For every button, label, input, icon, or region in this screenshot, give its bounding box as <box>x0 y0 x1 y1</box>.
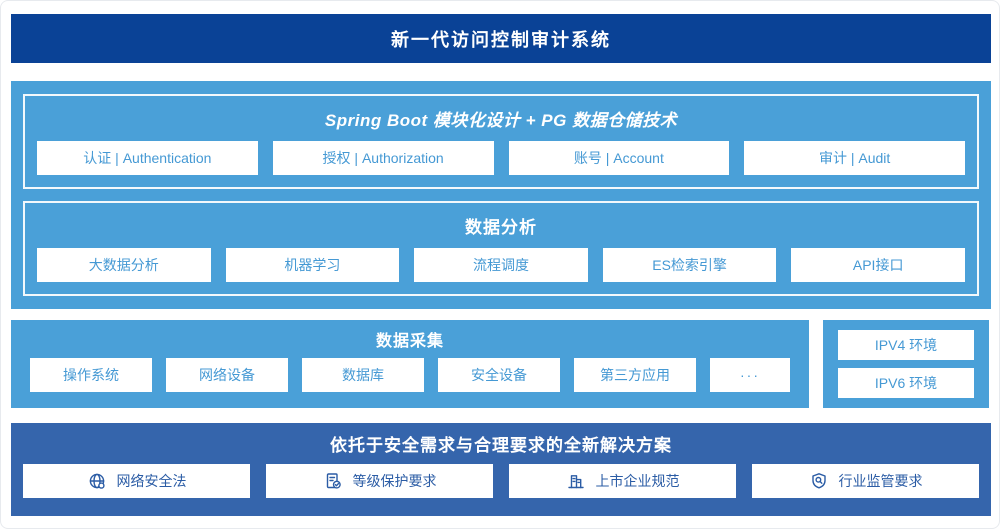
collection-box-database: 数据库 <box>302 358 424 392</box>
collection-box-more: ··· <box>710 358 790 392</box>
collection-row: 操作系统 网络设备 数据库 安全设备 第三方应用 ··· <box>11 358 809 392</box>
analysis-subsection: 数据分析 大数据分析 机器学习 流程调度 ES检索引擎 API接口 <box>23 201 979 296</box>
environment-section: IPV4 环境 IPV6 环境 <box>823 320 989 408</box>
platform-section: Spring Boot 模块化设计 + PG 数据仓储技术 认证 | Authe… <box>11 81 991 309</box>
collection-box-thirdparty-app: 第三方应用 <box>574 358 696 392</box>
solution-box-classified-protection: 等级保护要求 <box>266 464 493 498</box>
solution-box-cybersecurity-law: 网络安全法 <box>23 464 250 498</box>
collection-box-os: 操作系统 <box>30 358 152 392</box>
collection-box-security-device: 安全设备 <box>438 358 560 392</box>
module-box-authentication: 认证 | Authentication <box>37 141 258 175</box>
module-box-account: 账号 | Account <box>508 141 730 175</box>
solution-box-listed-company: 上市企业规范 <box>509 464 736 498</box>
analysis-row: 大数据分析 机器学习 流程调度 ES检索引擎 API接口 <box>25 248 977 282</box>
module-box-audit: 审计 | Audit <box>744 141 965 175</box>
system-title: 新一代访问控制审计系统 <box>391 29 611 50</box>
env-box-ipv6: IPV6 环境 <box>838 368 974 398</box>
solution-box-industry-regulation: 行业监管要求 <box>752 464 979 498</box>
collection-box-network-device: 网络设备 <box>166 358 288 392</box>
collection-title: 数据采集 <box>375 333 444 350</box>
document-check-icon <box>323 471 343 491</box>
analysis-box-machine-learning: 机器学习 <box>225 248 400 282</box>
analysis-box-es-search: ES检索引擎 <box>602 248 777 282</box>
solution-label: 行业监管要求 <box>838 473 923 489</box>
analysis-title: 数据分析 <box>465 218 537 237</box>
analysis-box-api: API接口 <box>791 248 965 282</box>
analysis-box-bigdata: 大数据分析 <box>37 248 211 282</box>
solution-label: 上市企业规范 <box>595 473 680 489</box>
modules-title: Spring Boot 模块化设计 + PG 数据仓储技术 <box>324 111 678 130</box>
solution-section: 依托于安全需求与合理要求的全新解决方案 网络安全法 <box>11 423 991 516</box>
analysis-box-scheduling: 流程调度 <box>414 248 588 282</box>
solution-label: 网络安全法 <box>116 473 187 489</box>
solution-title: 依托于安全需求与合理要求的全新解决方案 <box>330 436 672 455</box>
collection-section: 数据采集 操作系统 网络设备 数据库 安全设备 第三方应用 ··· <box>11 320 809 408</box>
globe-icon <box>87 471 107 491</box>
system-title-banner: 新一代访问控制审计系统 <box>11 14 991 63</box>
shield-search-icon <box>809 471 829 491</box>
solution-row: 网络安全法 等级保护要求 <box>11 464 991 498</box>
solution-label: 等级保护要求 <box>352 473 437 489</box>
modules-row: 认证 | Authentication 授权 | Authorization 账… <box>25 141 977 175</box>
building-icon <box>566 471 586 491</box>
modules-subsection: Spring Boot 模块化设计 + PG 数据仓储技术 认证 | Authe… <box>23 94 979 189</box>
env-box-ipv4: IPV4 环境 <box>838 330 974 360</box>
module-box-authorization: 授权 | Authorization <box>272 141 494 175</box>
